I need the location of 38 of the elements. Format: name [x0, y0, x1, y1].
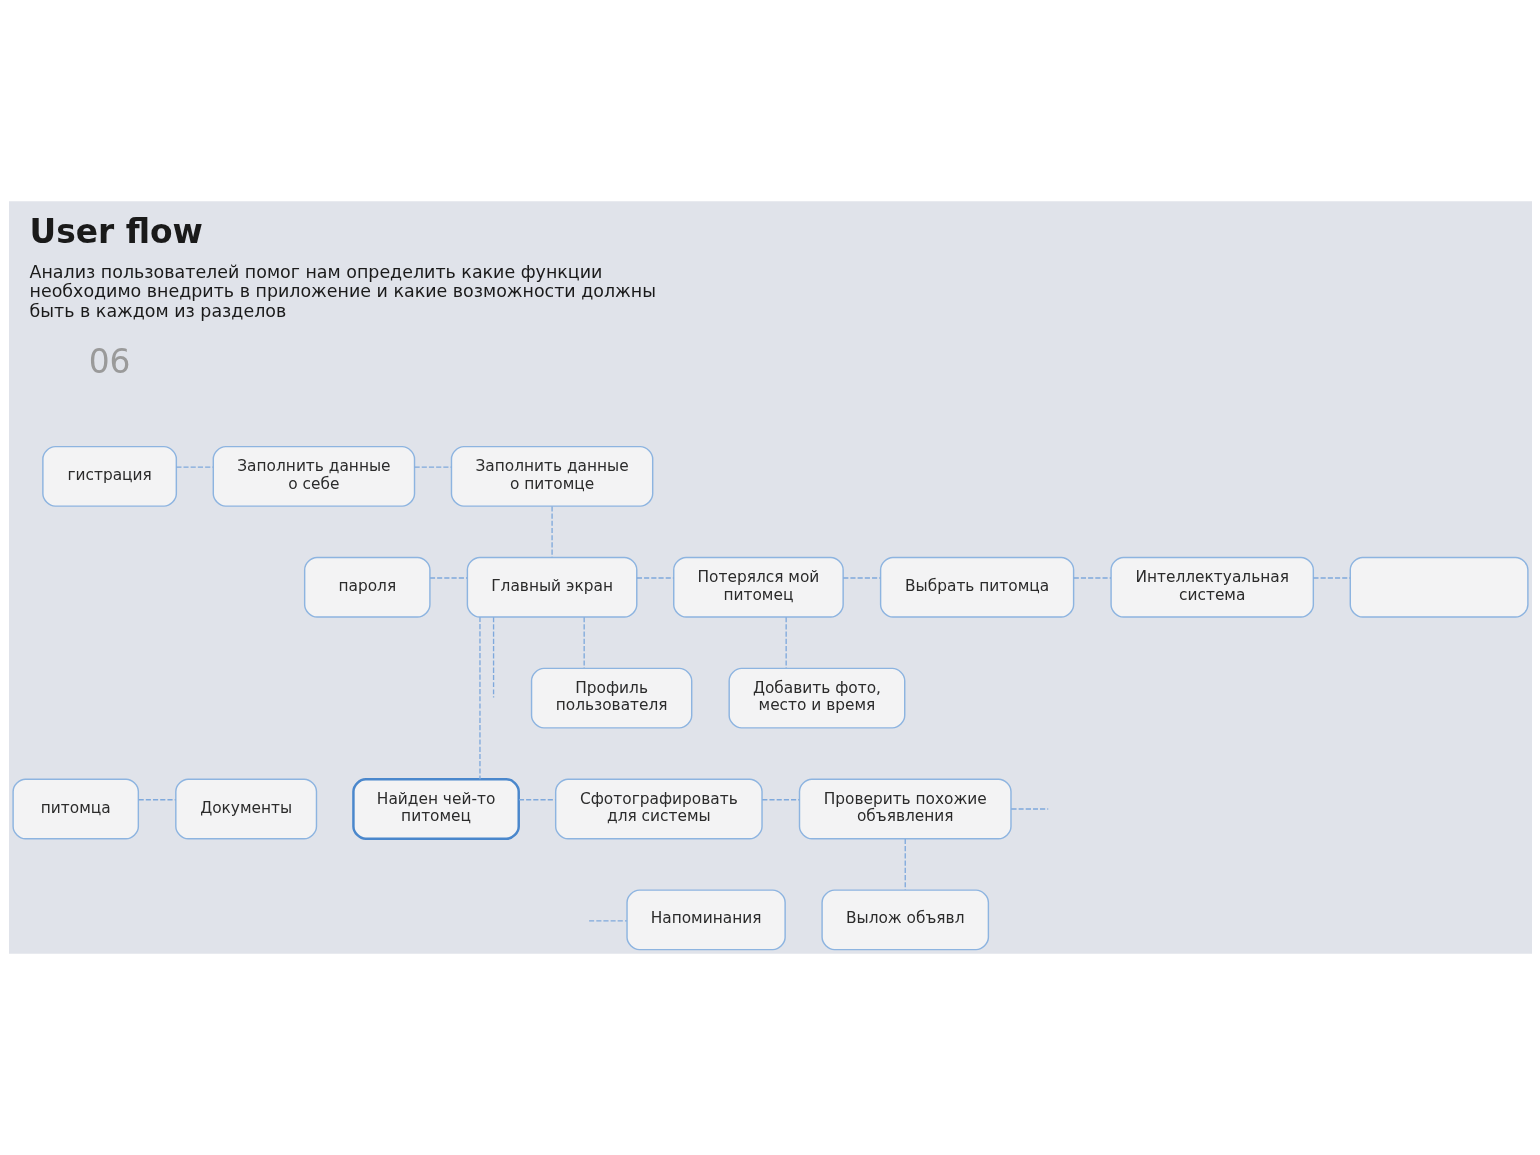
node-box: Потерялся мой питомец — [672, 556, 844, 618]
connector — [137, 799, 176, 801]
connector — [1072, 577, 1112, 579]
node-box: питомца — [11, 778, 139, 840]
node-box: Профиль пользователя — [530, 667, 692, 729]
connector — [428, 577, 468, 579]
connector — [635, 577, 674, 579]
node-box: пароля — [303, 556, 431, 618]
connector — [1010, 808, 1049, 810]
connector — [517, 799, 556, 801]
connector — [761, 799, 800, 801]
node-box — [1349, 556, 1529, 618]
node-box: Интеллектуальная система — [1109, 556, 1314, 618]
connector — [478, 616, 481, 780]
node-box: Документы — [174, 778, 317, 840]
connector — [587, 920, 627, 922]
node-box: Выбрать питомца — [879, 556, 1074, 618]
node-box: Главный экран — [466, 556, 637, 618]
connector — [492, 616, 494, 699]
connector — [842, 577, 881, 579]
node-box: Сфотографировать для системы — [554, 778, 763, 840]
connector — [904, 838, 906, 891]
node-box: Добавить фото, место и время — [727, 667, 905, 729]
label: 06 — [88, 343, 131, 382]
connector — [550, 505, 553, 558]
diagram-title: User flow — [29, 212, 203, 251]
node-box: Заполнить данные о себе — [212, 445, 415, 507]
node-box: Проверить похожие объявления — [798, 778, 1012, 840]
node-box: гистрация — [41, 445, 177, 507]
connector — [583, 616, 585, 669]
node-box: Вылож объявл — [820, 889, 989, 951]
node-box: Напоминания — [625, 889, 786, 951]
connector — [1312, 577, 1351, 579]
caption: Анализ пользователей помог нам определить какие функции необходимо внедрить в приложение и какие возможности должны быть в каждом из разделов — [29, 261, 656, 321]
node-box: Заполнить данные о питомце — [450, 445, 653, 507]
connector — [785, 616, 787, 669]
node-box: Найден чей-то питомец — [351, 778, 520, 840]
connector — [175, 466, 214, 468]
